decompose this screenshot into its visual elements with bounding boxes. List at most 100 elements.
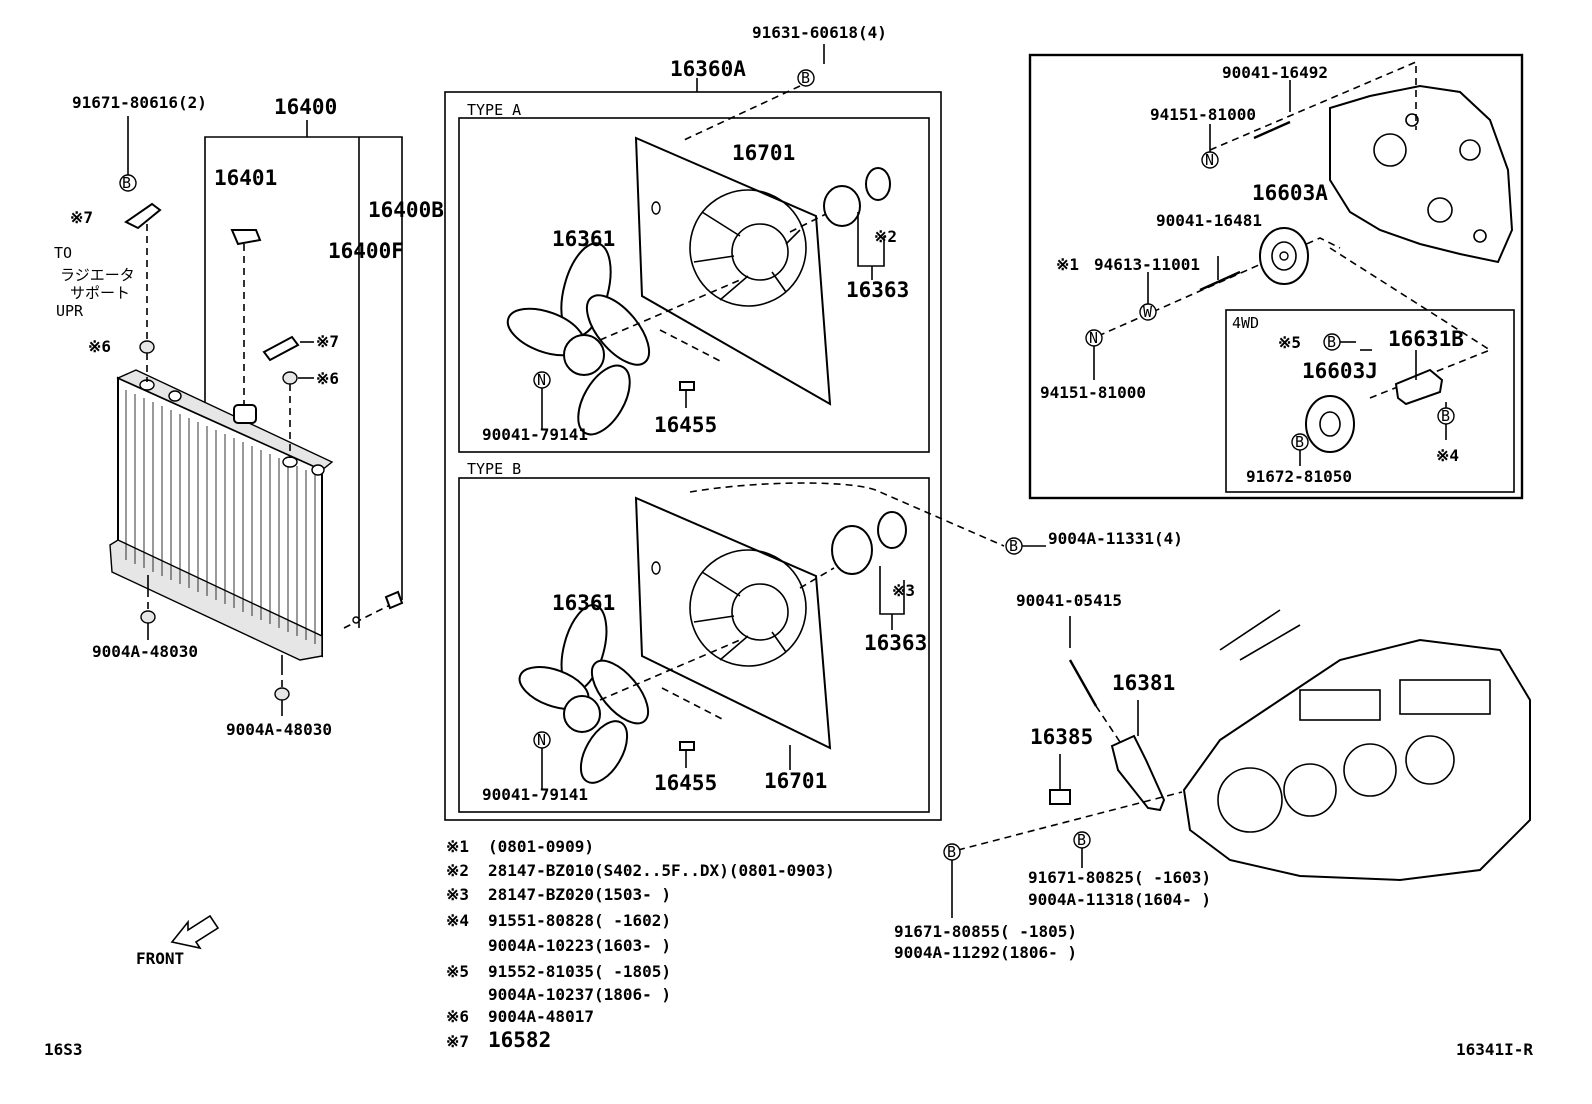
label-to-upr: UPR <box>56 302 84 320</box>
circle-letter-b-bracket: B <box>1441 407 1450 425</box>
label-a-motor: 16363 <box>846 278 909 302</box>
circle-letter-b-shared: B <box>1009 537 1018 555</box>
label-b-mark3: ※3 <box>892 581 915 600</box>
circle-letter-b-engine-2: B <box>1077 831 1086 849</box>
fan-a-icon <box>506 242 651 436</box>
label-16631b: 16631B <box>1388 327 1464 351</box>
circle-letter-n-b: N <box>537 731 546 749</box>
radiator-group <box>109 116 404 950</box>
motor-a-icon <box>823 185 861 227</box>
idler-frame <box>1028 53 1524 500</box>
pulley-16603j-icon <box>1305 395 1355 453</box>
circle-letter-b-top: B <box>801 69 810 87</box>
label-a-screw: 16455 <box>654 413 717 437</box>
shroud-b <box>634 496 832 750</box>
front-arrow-icon <box>170 914 220 950</box>
circle-letter-w: W <box>1143 303 1153 321</box>
note-mark: ※1 <box>446 837 469 856</box>
label-a-shroud: 16701 <box>732 141 795 165</box>
label-b-nut: 90041-79141 <box>482 785 588 804</box>
circle-letter-b-pulley: B <box>1295 433 1304 451</box>
label-mark7-left: ※7 <box>70 208 93 227</box>
label-lower-cushion-2: 9004A-48030 <box>226 720 332 739</box>
box-4wd-frame <box>1225 309 1515 493</box>
circle-letter-n-a: N <box>537 371 546 389</box>
label-16603j: 16603J <box>1302 359 1378 383</box>
label-stud-upper: 90041-16492 <box>1222 63 1328 82</box>
note-text: 28147-BZ010(S402..5F..DX)(0801-0903) <box>488 861 835 880</box>
label-bolt-a-2: 9004A-11318(1604- ) <box>1028 890 1211 909</box>
label-stud-lower: 90041-16481 <box>1156 211 1262 230</box>
label-16381: 16381 <box>1112 671 1175 695</box>
label-b-motor: 16363 <box>864 631 927 655</box>
label-mark1: ※1 <box>1056 255 1079 274</box>
label-top-screw: 91671-80616(2) <box>72 93 207 112</box>
label-mark6-right: ※6 <box>316 369 339 388</box>
type-b-frame <box>458 477 930 813</box>
label-mark7-right: ※7 <box>316 332 339 351</box>
fan-b-icon <box>518 604 650 784</box>
engine-block <box>1182 638 1531 882</box>
clip-16385-icon <box>1049 789 1071 805</box>
circle-letter-n-upper: N <box>1205 151 1214 169</box>
note-mark: ※7 <box>446 1032 469 1051</box>
assembly-16360a-frame <box>444 91 942 821</box>
label-16360a: 16360A <box>670 57 746 81</box>
label-a-fan: 16361 <box>552 227 615 251</box>
note-mark: ※2 <box>446 861 469 880</box>
label-type-a: TYPE A <box>467 101 521 119</box>
label-a-nut: 90041-79141 <box>482 425 588 444</box>
page-code: 16S3 <box>44 1040 83 1059</box>
front-label: FRONT <box>136 949 184 968</box>
label-lower-cushion-1: 9004A-48030 <box>92 642 198 661</box>
label-nut-lower: 94151-81000 <box>1040 383 1146 402</box>
type-a-frame <box>458 117 930 453</box>
label-16401: 16401 <box>214 166 277 190</box>
label-a-mark2: ※2 <box>874 227 897 246</box>
label-16385: 16385 <box>1030 725 1093 749</box>
note-text: (0801-0909) <box>488 837 594 856</box>
circle-letter-b-engine-1: B <box>947 843 956 861</box>
label-shared-bolt: 9004A-11331(4) <box>1048 529 1183 548</box>
label-to-jp1: ラジエータ <box>60 266 135 284</box>
note-text: 16582 <box>488 1028 551 1052</box>
label-16400b: 16400B <box>368 198 444 222</box>
radiator-cap-icon <box>230 229 262 246</box>
note-text: 9004A-10237(1806- ) <box>488 985 671 1004</box>
label-nut-upper: 94151-81000 <box>1150 105 1256 124</box>
idler-pulley-group <box>1028 53 1524 500</box>
label-bolt-b-1: 91671-80855( -1805) <box>894 922 1077 941</box>
label-to-jp2: サポート <box>70 284 130 302</box>
notes-list: ※1 (0801-0909) ※2 28147-BZ010(S402..5F..… <box>446 837 835 1052</box>
engine-front-cover <box>1329 84 1514 264</box>
label-bolt-b-2: 9004A-11292(1806- ) <box>894 943 1077 962</box>
note-mark: ※5 <box>446 962 469 981</box>
bracket-16631b-icon <box>1394 368 1444 406</box>
note-mark: ※4 <box>446 911 469 930</box>
label-bolt-05415: 90041-05415 <box>1016 591 1122 610</box>
label-b-shroud: 16701 <box>764 769 827 793</box>
label-mark4: ※4 <box>1436 446 1459 465</box>
label-box-bolt: 91672-81050 <box>1246 467 1352 486</box>
note-text: 9004A-10223(1603- ) <box>488 936 671 955</box>
label-b-screw: 16455 <box>654 771 717 795</box>
note-text: 28147-BZ020(1503- ) <box>488 885 671 904</box>
motor-b-icon <box>831 525 873 575</box>
note-text: 91552-81035( -1805) <box>488 962 671 981</box>
label-16400: 16400 <box>274 95 337 119</box>
diagram-id: 16341I-R <box>1456 1040 1533 1059</box>
note-mark: ※3 <box>446 885 469 904</box>
fan-assembly-group <box>444 44 1046 821</box>
label-16400f: 16400F <box>328 239 404 263</box>
engine-bracket-group <box>943 609 1531 918</box>
label-pulley-16603a: 16603A <box>1252 181 1328 205</box>
label-bolt-a-1: 91671-80825( -1603) <box>1028 868 1211 887</box>
bracket-16381-icon <box>1110 734 1166 812</box>
label-type-b: TYPE B <box>467 460 521 478</box>
label-top-bolt: 91631-60618(4) <box>752 23 887 42</box>
label-mark5: ※5 <box>1278 333 1301 352</box>
circle-letter-b: B <box>122 174 131 192</box>
circle-letter-n-lower: N <box>1089 329 1098 347</box>
